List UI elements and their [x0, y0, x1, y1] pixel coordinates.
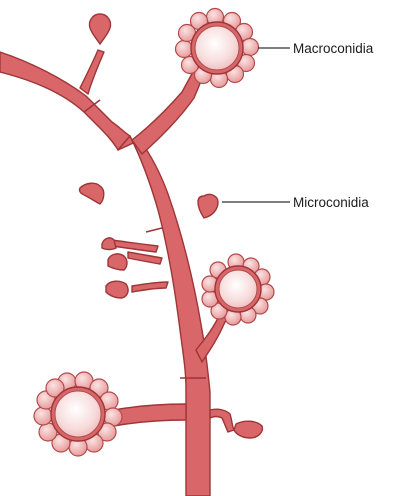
- stalk-top-left: [80, 50, 104, 94]
- microconidium-left-2: [102, 238, 116, 250]
- microconidium-right: [198, 194, 218, 218]
- septum-2: [146, 228, 162, 232]
- label-microconidia: Microconidia: [293, 195, 369, 210]
- hypha-upper-left: [0, 52, 130, 150]
- macroconidium-middle-right: [202, 254, 274, 325]
- stalk-micro-3: [132, 282, 168, 292]
- macroconidium-top-right: [176, 9, 259, 88]
- label-macroconidia: Macroconidia: [293, 41, 374, 56]
- microconidium-bottom-right: [234, 421, 262, 438]
- hypha-lower-left-branch: [114, 404, 186, 426]
- hypha-main-trunk: [118, 136, 210, 496]
- hypha-upper-branch: [132, 70, 204, 154]
- microconidium-left-3: [108, 254, 127, 270]
- hyphae: [0, 50, 234, 496]
- macroconidium-bottom-left: [34, 372, 122, 456]
- microconidium-left-4: [106, 281, 128, 298]
- stalk-bottom-right: [210, 409, 234, 432]
- stalk-micro-1: [112, 240, 158, 252]
- microconidium-top: [89, 14, 110, 44]
- stalk-micro-2: [128, 252, 162, 264]
- microconidium-left-1: [79, 183, 103, 204]
